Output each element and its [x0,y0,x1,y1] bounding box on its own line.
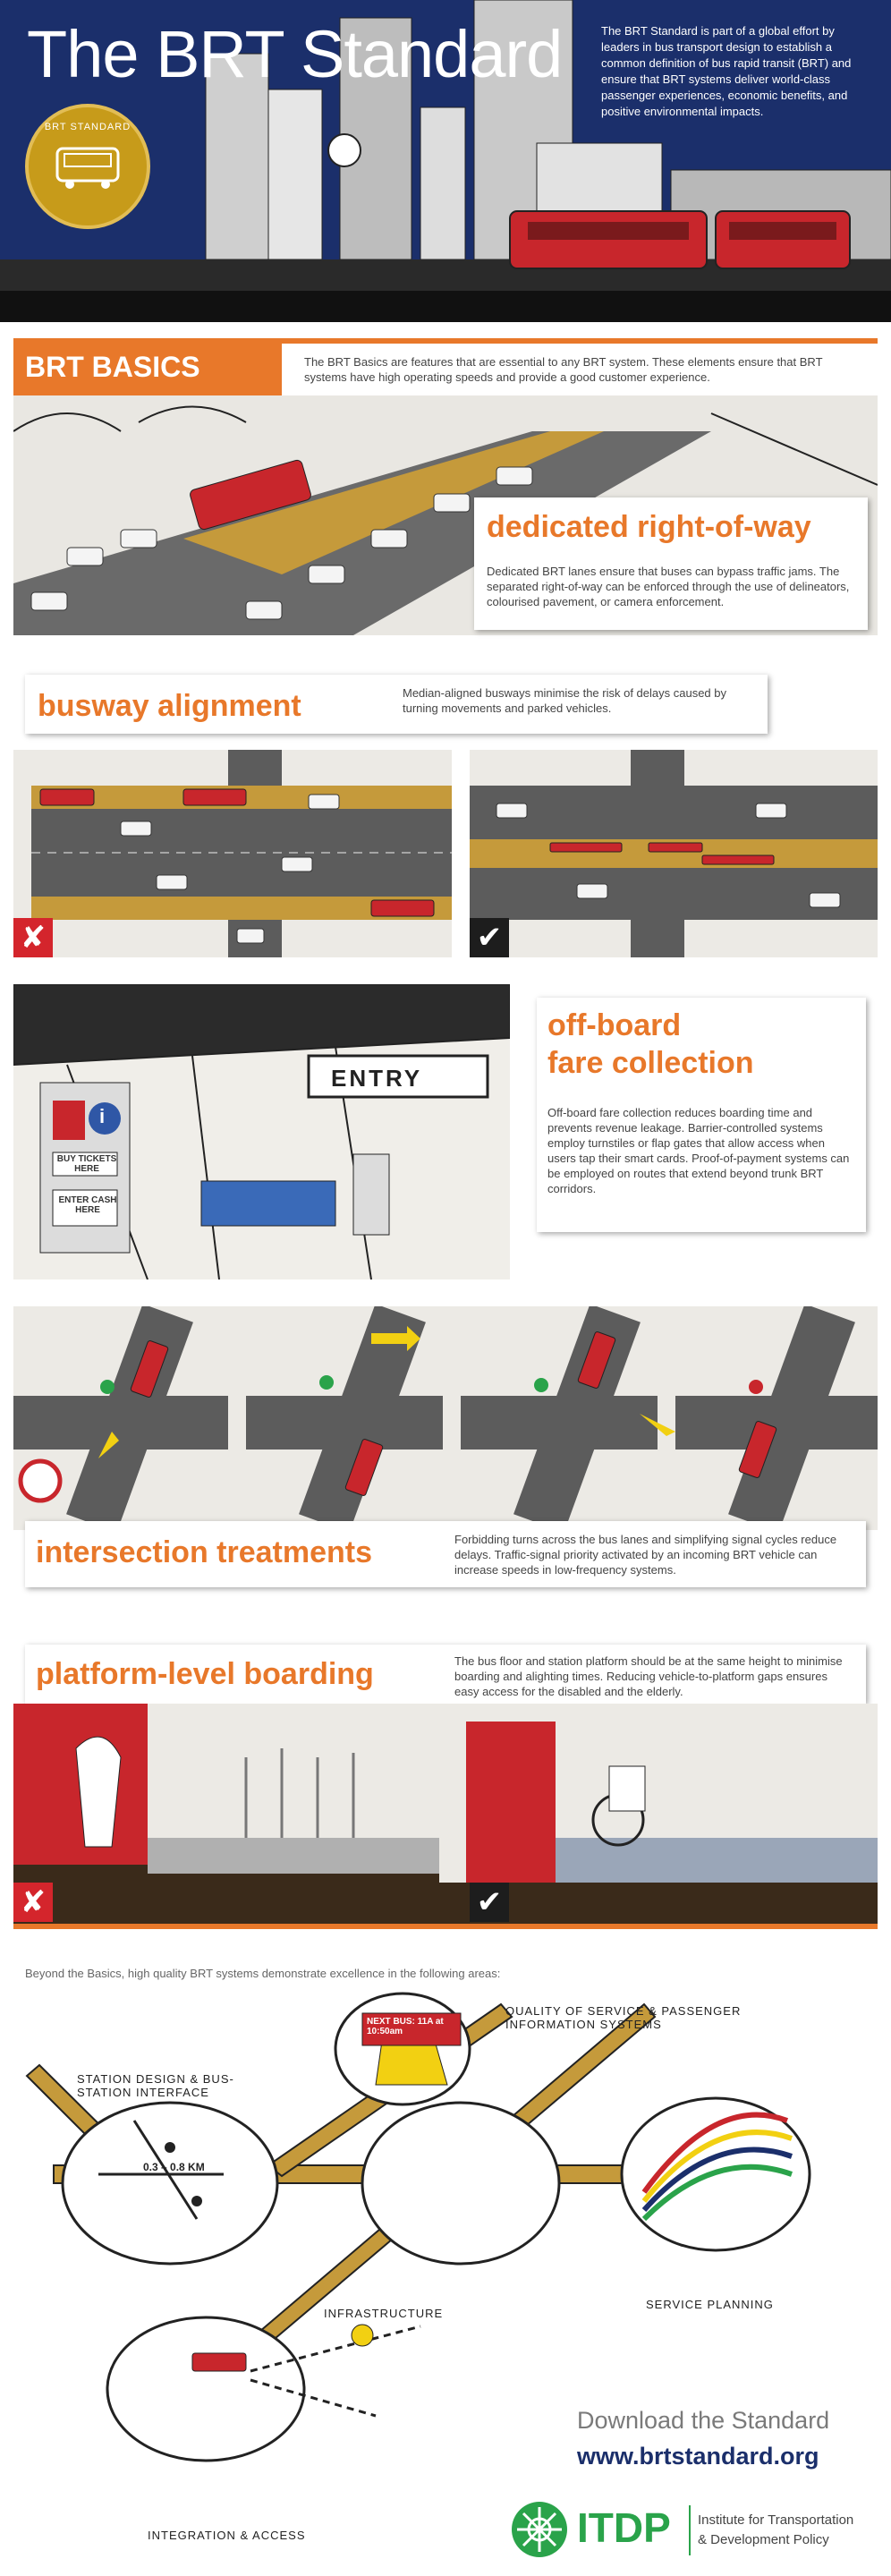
basics-title-bar [13,344,282,395]
buy-tickets-sign: BUY TICKETS HERE [56,1154,117,1174]
section-divider [13,1924,878,1929]
city-skyline-illustration [0,0,891,322]
platform-card: platform-level boarding The bus floor an… [25,1645,866,1704]
beyond-intro: Beyond the Basics, high quality BRT syst… [25,1967,501,1980]
platform-level-illustration [439,1704,878,1924]
intersection-title: intersection treatments [36,1535,372,1569]
entry-sign: ENTRY [331,1065,423,1092]
fare-title-line1: off-board [547,1008,682,1042]
platform-gap-illustration [13,1704,439,1924]
median-busway-illustration [470,750,878,957]
itdp-line1: Institute for Transportation [698,2512,854,2528]
platform-text: The bus floor and station platform shoul… [454,1654,843,1698]
good-mark-icon: ✔ [470,1883,509,1922]
integration-access-label: INTEGRATION & ACCESS [148,2529,306,2542]
header-intro-text: The BRT Standard is part of a global eff… [601,24,852,118]
info-sign-icon: i [99,1105,106,1127]
itdp-name: ITDP [577,2504,671,2551]
download-url-link[interactable]: www.brtstandard.org [577,2443,819,2470]
station-design-label: STATION DESIGN & BUS-STATION INTERFACE [77,2072,234,2099]
good-mark-icon: ✔ [470,918,509,957]
brt-standard-seal-logo: BRT STANDARD [25,104,150,229]
bus-icon [55,147,120,189]
quality-of-service-label: QUALITY OF SERVICE & PASSENGER INFORMATI… [505,2004,742,2031]
alignment-title: busway alignment [38,689,301,723]
service-planning-label: SERVICE PLANNING [646,2298,774,2311]
itdp-line2: & Development Policy [698,2532,829,2547]
intersection-illustration [13,1306,878,1530]
curbside-busway-illustration [13,750,452,957]
page-title: The BRT Standard [27,17,563,91]
seal-label: BRT STANDARD [44,122,132,132]
bad-mark-icon: ✘ [13,918,53,957]
dedicated-row-card: dedicated right-of-way Dedicated BRT lan… [474,497,868,630]
intersection-text: Forbidding turns across the bus lanes an… [454,1533,837,1577]
fare-collection-illustration [13,984,510,1279]
fare-text: Off-board fare collection reduces boardi… [547,1106,850,1195]
dedicated-row-text: Dedicated BRT lanes ensure that buses ca… [487,565,850,608]
infrastructure-label: INFRASTRUCTURE [324,2307,444,2320]
basics-title: BRT BASICS [25,351,200,383]
fare-card: off-board fare collection Off-board fare… [537,998,866,1232]
download-label: Download the Standard [577,2407,830,2434]
logo-divider [689,2505,691,2555]
section-divider [13,338,878,344]
intersection-card: intersection treatments Forbidding turns… [25,1521,866,1587]
distance-label: 0.3 – 0.8 KM [143,2161,205,2173]
basics-intro: The BRT Basics are features that are ess… [304,355,823,384]
platform-title: platform-level boarding [36,1657,374,1691]
fare-title-line2: fare collection [547,1046,754,1080]
alignment-text: Median-aligned busways minimise the risk… [403,686,727,715]
bad-mark-icon: ✘ [13,1883,53,1922]
dedicated-row-title: dedicated right-of-way [487,510,811,544]
alignment-card: busway alignment Median-aligned busways … [25,675,768,734]
next-bus-sign: NEXT BUS: 11A at 10:50am [367,2017,444,2036]
cash-sign: ENTER CASH HERE [58,1195,117,1215]
header-banner: The BRT Standard The BRT Standard is par… [0,0,891,322]
beyond-basics-diagram [25,1992,811,2462]
itdp-logo-icon [512,2502,567,2557]
